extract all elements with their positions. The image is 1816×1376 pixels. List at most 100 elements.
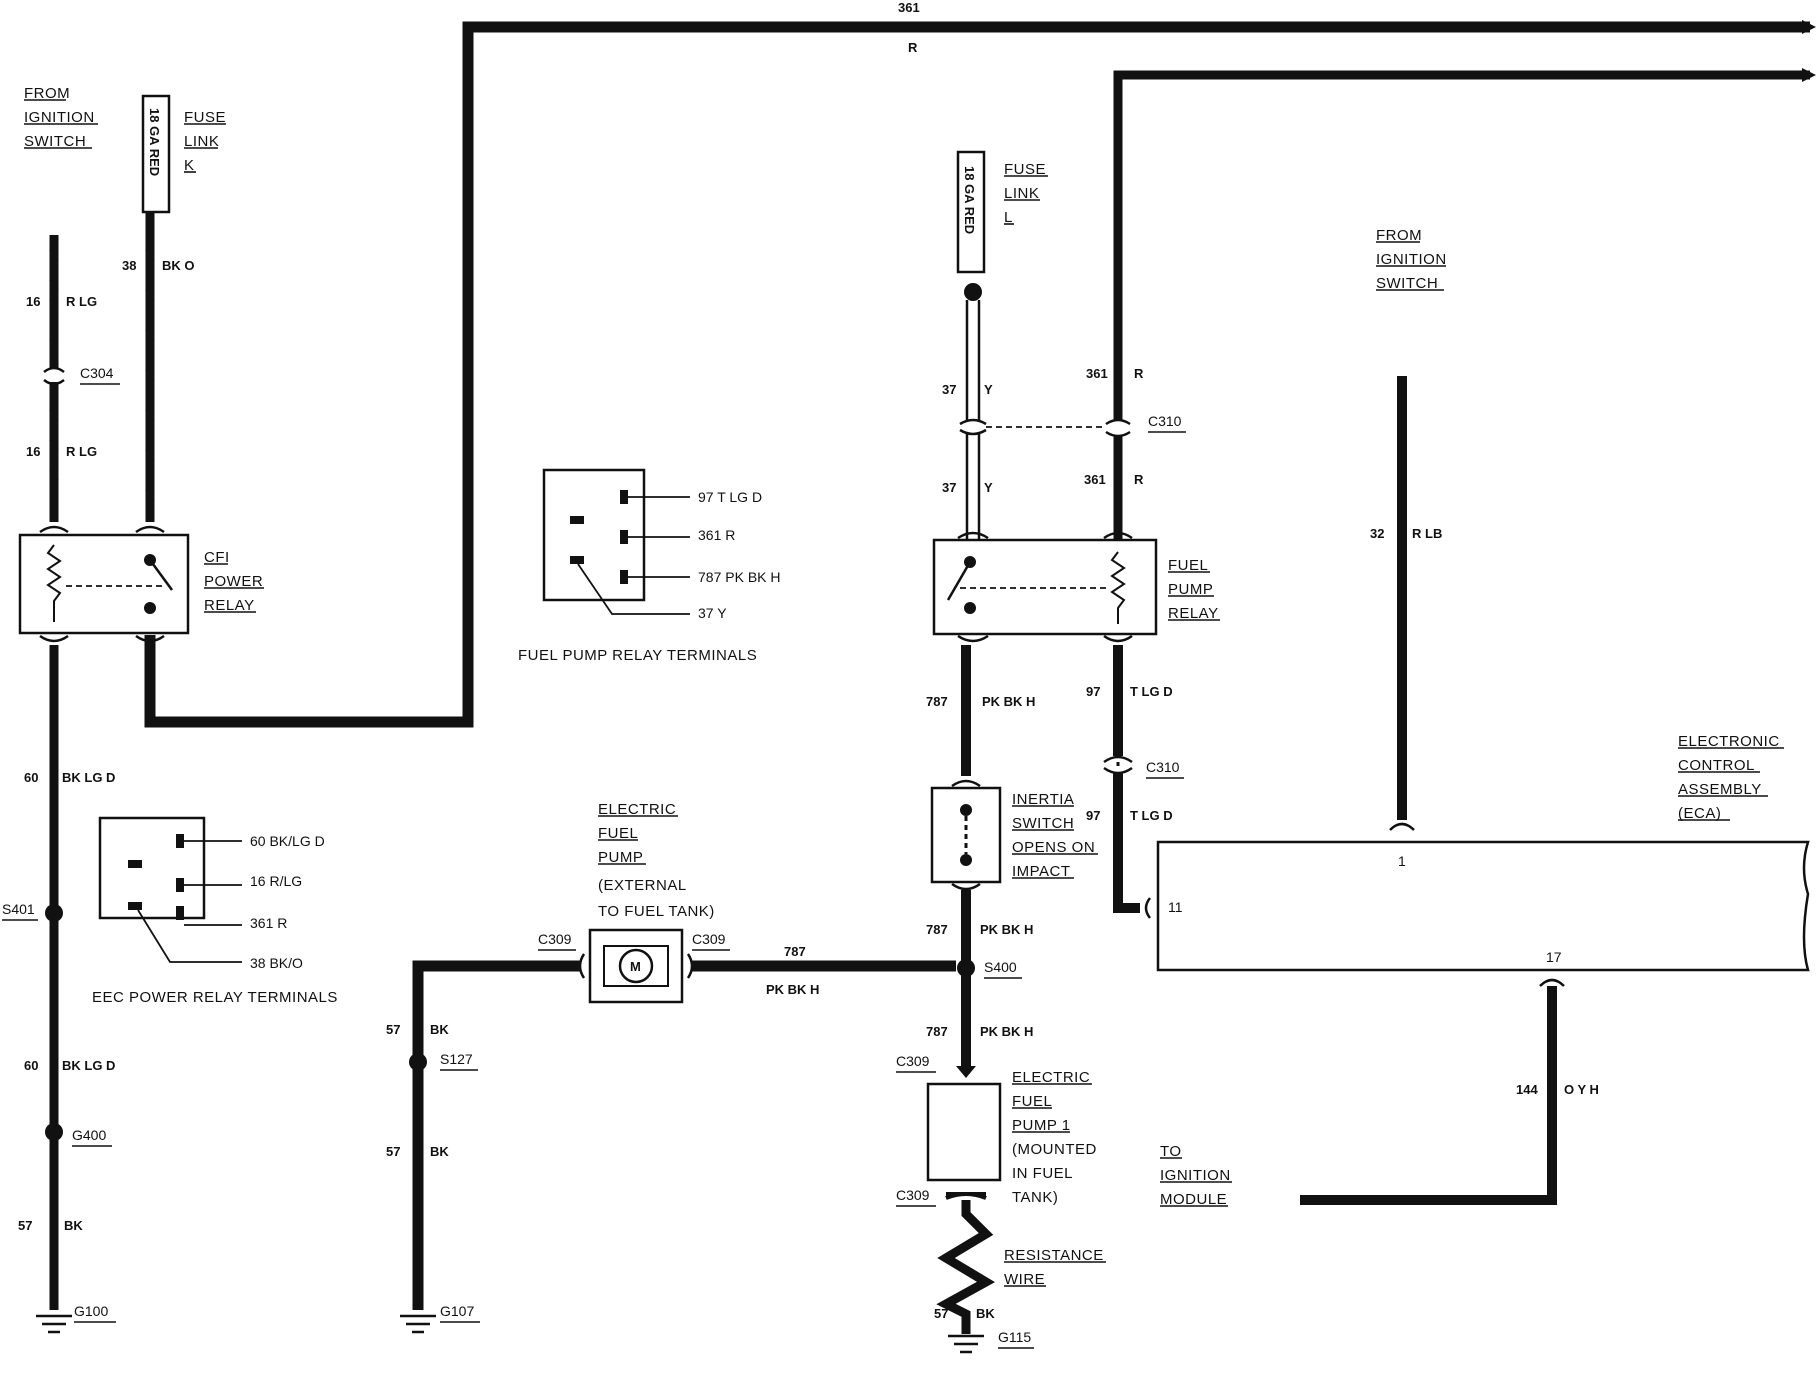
svg-text:ELECTRIC: ELECTRIC — [598, 801, 676, 818]
svg-text:IGNITION: IGNITION — [1376, 251, 1447, 268]
motor-symbol: M — [630, 959, 641, 974]
eec-power-relay-terminals: 60 BK/LG D 16 R/LG 361 R 38 BK/O EEC POW… — [92, 816, 337, 1006]
svg-text:57: 57 — [934, 1306, 948, 1321]
fuse-link-l: 18 GA RED FUSE LINK L — [956, 150, 1048, 301]
svg-text:R LG: R LG — [66, 294, 97, 309]
svg-text:16: 16 — [26, 444, 40, 459]
svg-text:97: 97 — [1086, 808, 1100, 823]
electric-fuel-pump-in-tank: C309 ELECTRIC FUEL PUMP 1 (MOUNTED IN FU… — [896, 1053, 1106, 1354]
svg-text:IN FUEL: IN FUEL — [1012, 1165, 1073, 1182]
svg-text:BK: BK — [976, 1306, 995, 1321]
svg-text:PK BK H: PK BK H — [982, 694, 1035, 709]
svg-text:60 BK/LG D: 60 BK/LG D — [250, 833, 325, 849]
svg-text:ASSEMBLY: ASSEMBLY — [1678, 781, 1762, 798]
wire-361-number: 361 — [898, 0, 920, 15]
svg-text:CFI: CFI — [204, 549, 230, 566]
svg-text:T LG D: T LG D — [1130, 808, 1173, 823]
connector-c304: C304 — [80, 365, 114, 381]
svg-text:361: 361 — [1084, 472, 1106, 487]
wire-361-top: 361 R — [144, 0, 1816, 728]
eca-pin-11: 11 — [1168, 899, 1183, 915]
electric-fuel-pump-external: ELECTRIC FUEL PUMP (EXTERNAL TO FUEL TAN… — [538, 801, 730, 1004]
svg-text:38: 38 — [122, 258, 136, 273]
svg-text:R LB: R LB — [1412, 526, 1442, 541]
svg-text:ELECTRONIC: ELECTRONIC — [1678, 733, 1780, 750]
svg-text:361 R: 361 R — [250, 915, 287, 931]
wire-144-o-y-h: 144 O Y H TO IGNITION MODULE — [1160, 978, 1599, 1208]
svg-text:PUMP 1: PUMP 1 — [1012, 1117, 1071, 1134]
fuel-pump-relay: FUEL PUMP RELAY — [932, 531, 1220, 643]
svg-text:PK BK H: PK BK H — [980, 1024, 1033, 1039]
inertia-switch: INERTIA SWITCH OPENS ON IMPACT — [930, 779, 1098, 891]
svg-text:R: R — [1134, 366, 1144, 381]
resistance-wire-label: RESISTANCE — [1004, 1247, 1104, 1264]
ground-g100: G100 — [74, 1303, 108, 1319]
connector-c310-a: C310 — [1148, 413, 1182, 429]
svg-text:RELAY: RELAY — [1168, 605, 1219, 622]
electronic-control-assembly: ELECTRONIC CONTROL ASSEMBLY (ECA) 1 11 1… — [1156, 733, 1810, 972]
svg-text:MODULE: MODULE — [1160, 1191, 1227, 1208]
svg-text:FUSE: FUSE — [184, 109, 226, 126]
cfi-power-relay: CFI POWER RELAY — [18, 525, 264, 643]
svg-text:37: 37 — [942, 480, 956, 495]
splice-s400: S400 — [984, 959, 1017, 975]
svg-text:(MOUNTED: (MOUNTED — [1012, 1141, 1097, 1158]
svg-text:16 R/LG: 16 R/LG — [250, 873, 302, 889]
wire-60-bk-lg-d: 60 BK LG D S401 60 BK LG D G400 57 BK G1… — [2, 645, 116, 1334]
svg-text:PK BK H: PK BK H — [980, 922, 1033, 937]
wire-787-vertical: 787 PK BK H 787 PK BK H S400 787 PK BK H — [926, 645, 1035, 1078]
svg-text:97: 97 — [1086, 684, 1100, 699]
svg-text:57: 57 — [386, 1022, 400, 1037]
svg-text:PK BK H: PK BK H — [766, 982, 819, 997]
fuel-pump-relay-terminals-title: FUEL PUMP RELAY TERMINALS — [518, 647, 757, 664]
svg-text:L: L — [1004, 209, 1013, 226]
svg-text:CONTROL: CONTROL — [1678, 757, 1755, 774]
splice-s127: S127 — [440, 1051, 473, 1067]
svg-text:PUMP: PUMP — [598, 849, 643, 866]
svg-text:IGNITION: IGNITION — [1160, 1167, 1231, 1184]
fuse-link-l-tag: 18 GA RED — [962, 166, 977, 234]
svg-text:TO: TO — [1160, 1143, 1182, 1160]
connector-c309-bottom: C309 — [896, 1187, 930, 1203]
svg-text:361: 361 — [1086, 366, 1108, 381]
svg-text:LINK: LINK — [1004, 185, 1039, 202]
wire-97-t-lg-d: 97 T LG D C310 97 T LG D — [1086, 645, 1184, 919]
from-ignition-switch-right: FROM IGNITION SWITCH 32 R LB — [1370, 227, 1447, 831]
eca-pin-17: 17 — [1546, 949, 1562, 965]
ground-g115: G115 — [998, 1329, 1031, 1345]
svg-text:60: 60 — [24, 1058, 38, 1073]
svg-text:R: R — [1134, 472, 1144, 487]
svg-text:787: 787 — [926, 922, 948, 937]
svg-text:RELAY: RELAY — [204, 597, 255, 614]
svg-text:57: 57 — [18, 1218, 32, 1233]
connector-c309-left: C309 — [538, 931, 572, 947]
svg-text:K: K — [184, 157, 195, 174]
svg-text:FUSE: FUSE — [1004, 161, 1046, 178]
svg-text:16: 16 — [26, 294, 40, 309]
svg-text:IMPACT: IMPACT — [1012, 863, 1071, 880]
svg-text:OPENS ON: OPENS ON — [1012, 839, 1095, 856]
svg-text:BK LG D: BK LG D — [62, 1058, 115, 1073]
svg-text:38 BK/O: 38 BK/O — [250, 955, 303, 971]
svg-text:LINK: LINK — [184, 133, 219, 150]
svg-text:37: 37 — [942, 382, 956, 397]
svg-text:SWITCH: SWITCH — [1376, 275, 1438, 292]
ground-g107: G107 — [440, 1303, 474, 1319]
svg-text:57: 57 — [386, 1144, 400, 1159]
svg-text:32: 32 — [1370, 526, 1384, 541]
svg-text:O Y H: O Y H — [1564, 1082, 1599, 1097]
svg-text:PUMP: PUMP — [1168, 581, 1213, 598]
wire-361-r-right: 361 R C310 361 R — [986, 366, 1186, 540]
svg-text:FUEL: FUEL — [1168, 557, 1208, 574]
wire-57-bk-g107: 57 BK S127 57 BK G107 — [386, 960, 580, 1334]
svg-text:FROM: FROM — [1376, 227, 1422, 244]
svg-text:SWITCH: SWITCH — [1012, 815, 1074, 832]
svg-text:Y: Y — [984, 382, 993, 397]
svg-text:787: 787 — [926, 694, 948, 709]
svg-text:WIRE: WIRE — [1004, 1271, 1045, 1288]
svg-text:BK O: BK O — [162, 258, 195, 273]
svg-text:FUEL: FUEL — [1012, 1093, 1052, 1110]
svg-text:60: 60 — [24, 770, 38, 785]
svg-text:ELECTRIC: ELECTRIC — [1012, 1069, 1090, 1086]
